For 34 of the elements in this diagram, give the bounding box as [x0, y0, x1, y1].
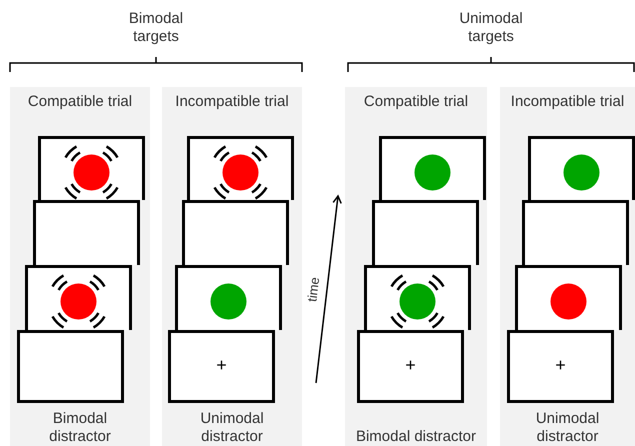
screen-frame [507, 330, 614, 403]
screen-frame [25, 265, 132, 330]
panel-caption: Bimodal distractor [355, 428, 477, 446]
fixation-cross: + [216, 355, 227, 375]
trial-panel [345, 87, 487, 446]
screen-frame [522, 200, 629, 265]
screen-frame [38, 136, 145, 200]
fixation-cross: + [555, 355, 566, 375]
screen-frame [17, 330, 124, 403]
screen-frame [528, 136, 635, 200]
screen-frame [168, 330, 275, 403]
screen-frame [182, 200, 289, 265]
fixation-cross: + [405, 355, 416, 375]
panel-caption: Bimodal distractor [48, 410, 112, 446]
screen-frame [357, 330, 464, 403]
panel-caption: Unimodal distractor [534, 410, 600, 446]
screen-frame [372, 200, 479, 265]
trial-panel [500, 87, 635, 446]
panel-heading: Compatible trial [362, 93, 470, 111]
panel-heading: Incompatible trial [174, 93, 290, 111]
target-group-heading: Unimodal targets [458, 10, 524, 46]
trial-panel [162, 87, 302, 446]
screen-frame [175, 265, 282, 330]
target-group-heading: Bimodal targets [128, 10, 184, 46]
panel-caption: Unimodal distractor [199, 410, 265, 446]
screen-frame [187, 136, 294, 200]
screen-frame [33, 200, 140, 265]
panel-heading: Compatible trial [26, 93, 134, 111]
axis-label: time [304, 276, 322, 303]
panel-heading: Incompatible trial [510, 93, 625, 111]
trial-panel [10, 87, 150, 446]
screen-frame [364, 265, 471, 330]
screen-frame [379, 136, 486, 200]
screen-frame [515, 265, 622, 330]
